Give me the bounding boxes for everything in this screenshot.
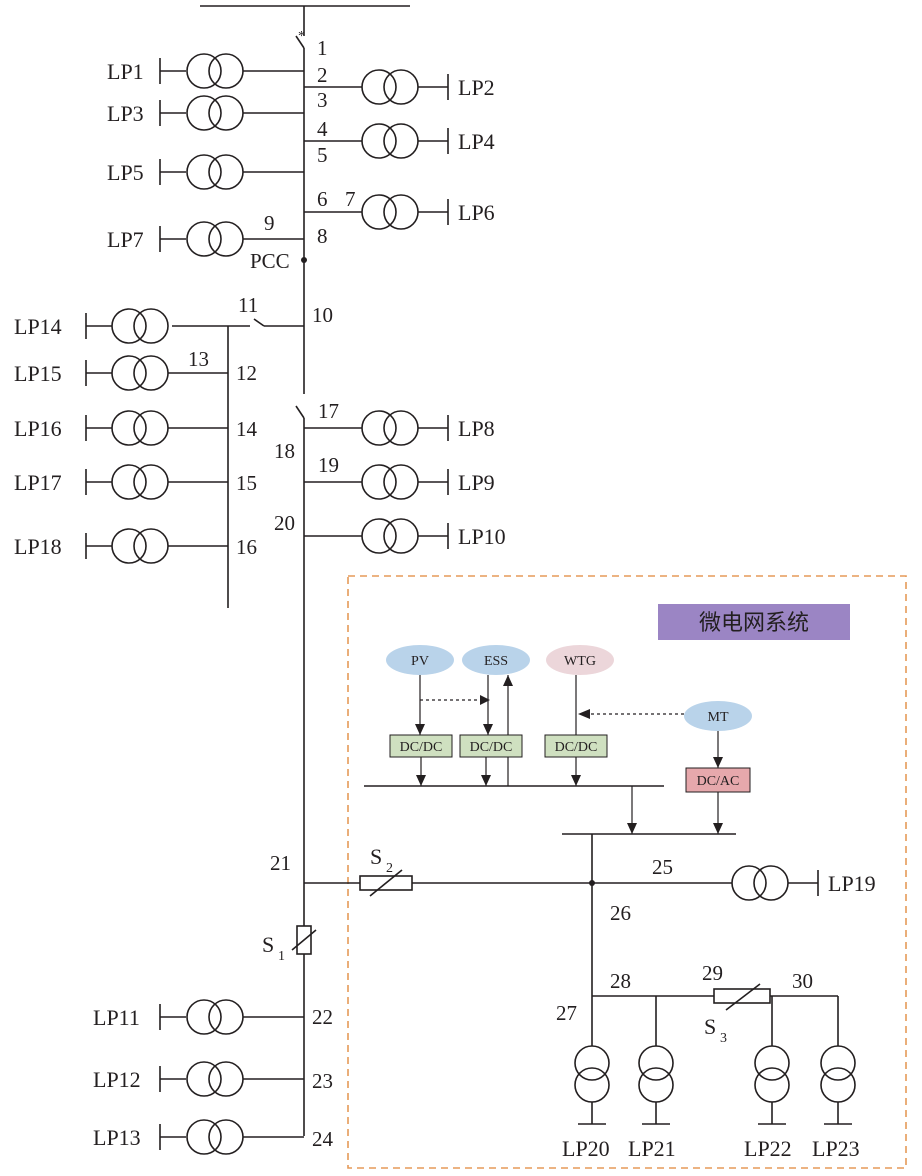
dcdc-ess	[459, 734, 523, 758]
lp5-label: LP5	[107, 160, 144, 185]
node-24: 24	[312, 1127, 334, 1151]
lp17-label: LP17	[14, 470, 62, 495]
dc-bus	[364, 757, 664, 834]
node-22: 22	[312, 1005, 333, 1029]
node-14: 14	[236, 417, 258, 441]
sources: PV ESS WTG MT	[386, 645, 752, 731]
node-2: 2	[317, 63, 328, 87]
node-12: 12	[236, 361, 257, 385]
lp1-label: LP1	[107, 59, 144, 84]
mt-source	[684, 701, 752, 731]
lp23-label: LP23	[812, 1136, 860, 1161]
pcc-label: PCC	[250, 249, 290, 273]
node-20: 20	[274, 511, 295, 535]
microgrid-title: 微电网系统	[699, 611, 809, 636]
source-connections	[415, 675, 723, 768]
node-28: 28	[610, 969, 631, 993]
node-10: 10	[312, 303, 333, 327]
main-trunk	[200, 5, 410, 1136]
svg-text:DC/DC: DC/DC	[555, 740, 598, 755]
lp6-label: LP6	[458, 200, 495, 225]
converters: DC/DC DC/DC DC/DC DC/AC	[389, 734, 751, 793]
node-25: 25	[652, 855, 673, 879]
svg-text:MT: MT	[708, 710, 729, 725]
lp22-label: LP22	[744, 1136, 792, 1161]
node-23: 23	[312, 1069, 333, 1093]
lp21-label: LP21	[628, 1136, 676, 1161]
node-4: 4	[317, 117, 328, 141]
svg-text:DC/AC: DC/AC	[697, 774, 740, 789]
svg-text:ESS: ESS	[484, 654, 508, 669]
node-6: 6	[317, 187, 328, 211]
node-1: 1	[317, 36, 328, 60]
switch-star: *	[298, 29, 305, 44]
trunk-node-labels: 1 2 3 4 5 6 7 8 9 PCC 10 17 18 19 20 21 …	[250, 36, 356, 1151]
s2-feeder: S 2 25 26 LP19	[304, 844, 876, 925]
pcc-point	[301, 257, 307, 263]
node-27: 27	[556, 1001, 577, 1025]
lp7-label: LP7	[107, 227, 144, 252]
lp19-label: LP19	[828, 871, 876, 896]
node-19: 19	[318, 453, 339, 477]
micro-lower-feeder: S 3 28 29 30 27 LP20 LP21 LP22 LP23	[556, 961, 860, 1161]
lp3-label: LP3	[107, 101, 144, 126]
node-21: 21	[270, 851, 291, 875]
s1-label: S 1	[262, 932, 285, 964]
lp20-label: LP20	[562, 1136, 610, 1161]
loads-mid-right: LP8 LP9 LP10	[304, 410, 506, 554]
ess-source	[462, 645, 530, 675]
svg-text:DC/DC: DC/DC	[400, 740, 443, 755]
lp4-label: LP4	[458, 129, 495, 154]
pv-source	[386, 645, 454, 675]
node-15: 15	[236, 471, 257, 495]
svg-text:2: 2	[386, 861, 393, 876]
svg-text:1: 1	[278, 949, 285, 964]
node-5: 5	[317, 143, 328, 167]
svg-text:S: S	[704, 1014, 716, 1039]
svg-text:S: S	[262, 932, 274, 957]
node-11: 11	[238, 293, 258, 317]
ac-bus	[562, 792, 736, 996]
node-26: 26	[610, 901, 631, 925]
lp2-label: LP2	[458, 75, 495, 100]
lp10-label: LP10	[458, 524, 506, 549]
node-30: 30	[792, 969, 813, 993]
node-8: 8	[317, 224, 328, 248]
branch-feeder: LP14 LP15 LP16 LP17 LP18 11 12 13 14 15	[14, 293, 304, 608]
node-18: 18	[274, 439, 295, 463]
loads-right-top: LP2 LP4 LP6	[304, 69, 495, 230]
lp13-label: LP13	[93, 1125, 141, 1150]
wtg-source	[546, 645, 614, 675]
svg-text:WTG: WTG	[564, 654, 596, 669]
lp12-label: LP12	[93, 1067, 141, 1092]
loads-left-top: LP1 LP3 LP5 LP7	[107, 53, 304, 257]
node-13: 13	[188, 347, 209, 371]
svg-text:S: S	[370, 844, 382, 869]
lp14-label: LP14	[14, 314, 62, 339]
node-29: 29	[702, 961, 723, 985]
microgrid-title-box	[658, 604, 850, 640]
lp16-label: LP16	[14, 416, 62, 441]
lp15-label: LP15	[14, 361, 62, 386]
loads-bottom-left: LP11 LP12 LP13	[93, 999, 304, 1155]
node-9: 9	[264, 211, 275, 235]
node-16: 16	[236, 535, 257, 559]
svg-text:DC/DC: DC/DC	[470, 740, 513, 755]
svg-text:PV: PV	[411, 654, 429, 669]
microgrid-frame	[347, 575, 907, 1169]
lp18-label: LP18	[14, 534, 62, 559]
node-3: 3	[317, 88, 328, 112]
lp11-label: LP11	[93, 1005, 140, 1030]
node-17: 17	[318, 399, 339, 423]
lp8-label: LP8	[458, 416, 495, 441]
lp9-label: LP9	[458, 470, 495, 495]
node-7: 7	[345, 187, 356, 211]
svg-text:3: 3	[720, 1031, 727, 1046]
